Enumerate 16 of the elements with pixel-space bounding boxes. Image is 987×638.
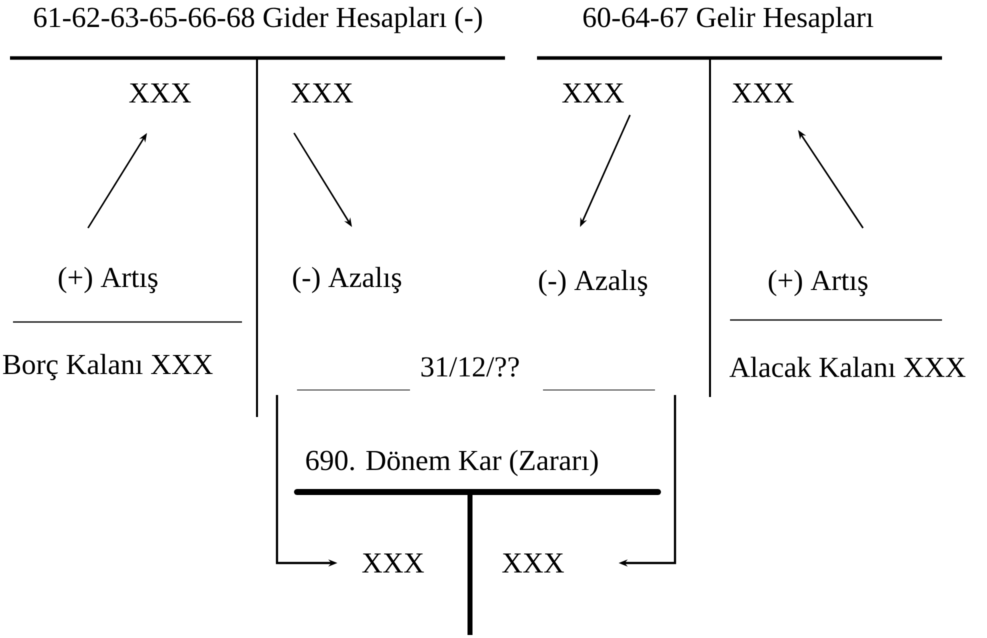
amount-text: XXX [732,84,794,102]
amount-text: XXX [362,554,424,572]
change-text: (-) Azalış [539,270,648,296]
amount-text: XXX [562,84,624,102]
change-text: (+) Artış [58,266,158,294]
amount-text: XXX [502,554,564,572]
balance-text: Alacak Kalanı XXX [730,356,966,378]
account-title: 61-62-63-65-66-68 Gider Hesapları (-) [34,6,482,34]
balance-text: Borç Kalanı XXX [3,354,213,380]
date-text: 31/12/?? [421,357,519,377]
amount-text: XXX [129,84,191,102]
change-text: (+) Artış [768,270,868,296]
change-text: (-) Azalış [293,266,402,294]
amount-text: XXX [291,84,353,102]
account-title: 60-64-67 Gelir Hesapları [584,6,874,34]
account-title: 690. Dönem Kar (Zararı) [306,450,598,476]
